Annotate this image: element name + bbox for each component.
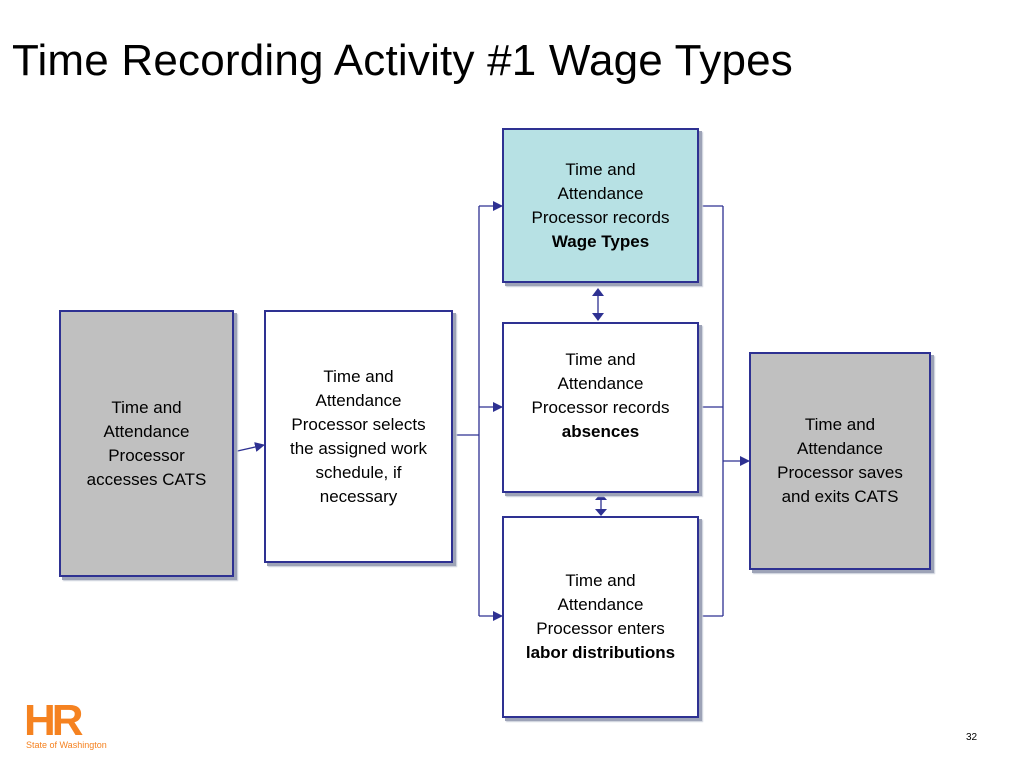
hr-logo-subtitle: State of Washington xyxy=(26,740,107,750)
arrow-access-to-schedule xyxy=(232,442,265,453)
hr-logo: HR State of Washington xyxy=(24,699,114,751)
box-text-line: schedule, if xyxy=(315,462,402,482)
page-title: Time Recording Activity #1 Wage Types xyxy=(12,36,793,85)
box-text-line: accesses CATS xyxy=(86,469,207,489)
step-access-cats: Time and Attendance Processor accesses C… xyxy=(59,310,234,577)
box-text-line: Attendance xyxy=(315,390,402,410)
box-text-line: Processor records xyxy=(531,207,670,227)
box-text-emphasis: absences xyxy=(561,421,640,441)
box-text-line: Time and xyxy=(804,415,876,434)
hr-logo-mark: HR xyxy=(24,696,84,745)
box-text-emphasis: labor distributions xyxy=(525,643,676,662)
box-text-line: and exits CATS xyxy=(781,487,899,506)
box-text-line: Time and xyxy=(565,349,636,369)
box-text-line: Processor selects xyxy=(291,414,426,434)
step-save-exit-cats: Time and Attendance Processor saves and … xyxy=(749,352,931,570)
box-text-line: Attendance xyxy=(796,439,883,458)
box-text-line: Attendance xyxy=(557,373,644,393)
box-text-line: Time and xyxy=(565,159,636,179)
box-text-line: Time and xyxy=(111,397,182,417)
page-number: 32 xyxy=(966,732,978,743)
step-enter-labor-distributions: Time and Attendance Processor enters lab… xyxy=(502,516,699,718)
box-text-line: Time and xyxy=(323,366,394,386)
arrowhead-down-2 xyxy=(595,509,607,516)
arrowhead-down-1 xyxy=(592,313,604,321)
box-text-line: the assigned work xyxy=(289,438,428,458)
step-select-schedule: Time and Attendance Processor selects th… xyxy=(264,310,453,563)
box-text-line: Processor records xyxy=(531,397,670,417)
step-record-wage-types: Time and Attendance Processor records Wa… xyxy=(502,128,699,283)
box-text-line: Attendance xyxy=(557,183,644,203)
box-text-line: Attendance xyxy=(103,421,190,441)
arrowhead-up-2 xyxy=(595,493,607,500)
box-text-line: necessary xyxy=(319,486,398,506)
box-text-line: Processor saves xyxy=(777,463,903,482)
step-record-absences: Time and Attendance Processor records ab… xyxy=(502,322,699,493)
box-text-line: Processor xyxy=(108,445,185,465)
box-text-emphasis: Wage Types xyxy=(551,231,650,251)
box-text-line: Processor enters xyxy=(536,619,665,638)
box-text-line: Time and xyxy=(565,571,636,590)
box-text-line: Attendance xyxy=(557,595,644,614)
arrowhead-up-1 xyxy=(592,288,604,296)
